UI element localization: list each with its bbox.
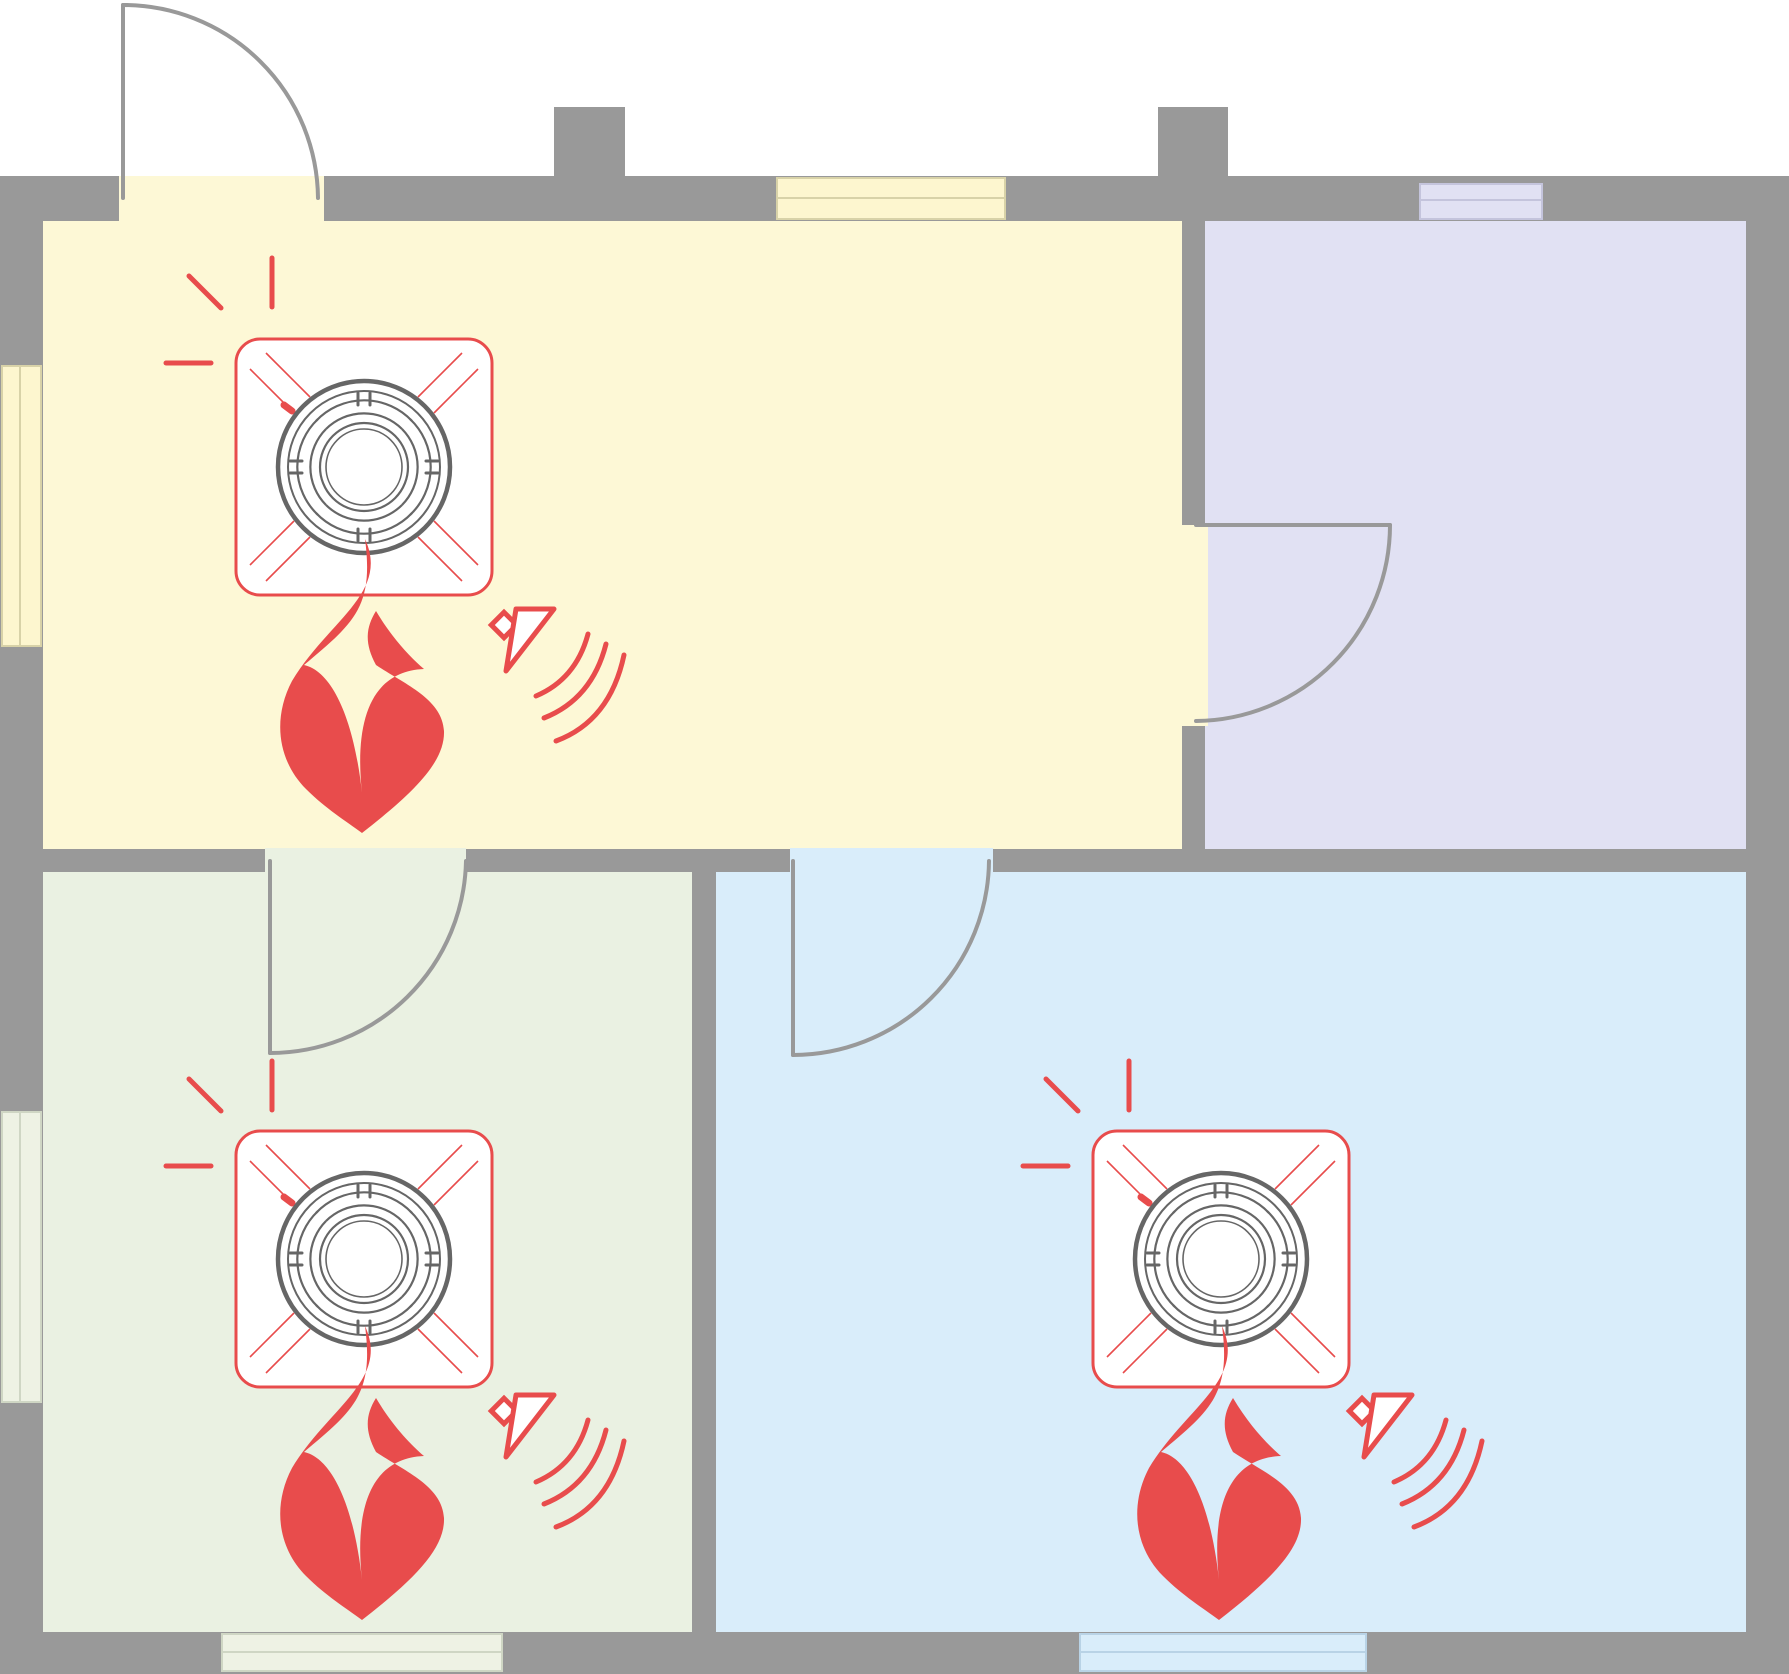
door-opening-bottom-right bbox=[790, 848, 993, 874]
room-top-right bbox=[1205, 221, 1746, 849]
smoke-detector-icon bbox=[236, 339, 492, 595]
door-bottom-right bbox=[791, 859, 991, 1057]
windows bbox=[1, 177, 1543, 1672]
doors bbox=[121, 3, 1392, 1057]
window-top-right-north bbox=[1419, 183, 1543, 220]
door-opening-top-right bbox=[1180, 525, 1208, 726]
door-opening-bottom-left bbox=[265, 848, 466, 874]
room-top-left bbox=[43, 221, 1182, 849]
door-top-right bbox=[1194, 523, 1392, 723]
door-bottom-left bbox=[268, 859, 468, 1055]
window-top-left-west bbox=[1, 365, 42, 647]
smoke-detector-icon bbox=[1093, 1131, 1349, 1387]
door-opening-entrance bbox=[119, 176, 324, 222]
window-bottom-left-west bbox=[1, 1111, 42, 1403]
smoke-detector-icon bbox=[236, 1131, 492, 1387]
door-entrance bbox=[121, 3, 320, 200]
